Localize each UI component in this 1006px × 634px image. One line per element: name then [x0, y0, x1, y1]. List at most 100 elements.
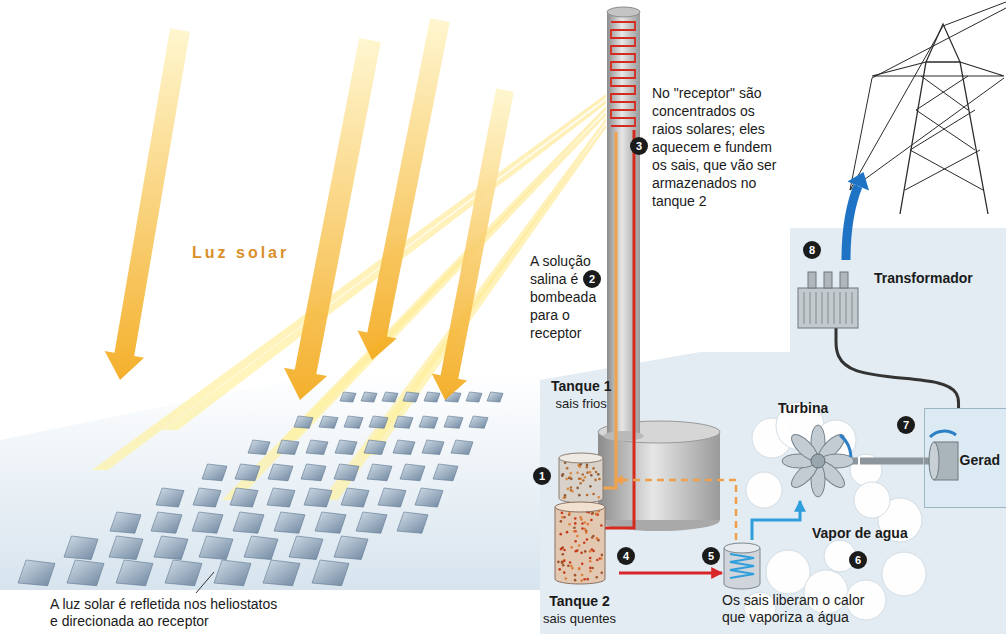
salt-speckle [573, 526, 576, 529]
heliostat [154, 536, 188, 560]
power-output-arrow [848, 172, 870, 191]
rotation-arrow [840, 435, 851, 457]
transformer-bushing [808, 272, 816, 288]
heliostat [193, 488, 221, 507]
salt-speckle [580, 579, 583, 582]
caption: A luz solar é refletida nos heliostatos … [48, 596, 288, 630]
salt-speckle [600, 554, 603, 557]
salt-speckle [597, 473, 600, 476]
steam-cloud [752, 418, 792, 458]
salt-speckle [565, 478, 568, 481]
heat-exchanger: Os sais liberam o calor que vaporiza a á… [722, 540, 884, 626]
salt-speckle [586, 466, 589, 469]
salt-speckle [569, 476, 572, 479]
heliostat [202, 464, 227, 481]
salt-speckle [580, 574, 583, 577]
salt-speckle [577, 487, 580, 490]
heliostat [367, 464, 392, 481]
salt-speckle [592, 493, 595, 496]
reflected-beam [322, 118, 606, 500]
salt-speckle [589, 570, 592, 573]
salt-speckle [589, 471, 592, 474]
salt-speckle [598, 478, 601, 481]
heliostat [356, 512, 387, 533]
heliostat [335, 440, 357, 455]
salt-speckle [557, 561, 560, 564]
salt-speckle [577, 567, 580, 570]
salt-speckle [589, 485, 592, 488]
storage-tank-picture [556, 412, 606, 504]
tower-base [598, 509, 720, 531]
heliostat [445, 392, 461, 402]
generator-rotor [929, 442, 939, 480]
salt-speckle [582, 479, 585, 482]
salt-speckle [568, 561, 571, 564]
vessel-body [555, 507, 605, 584]
reflected-beam [162, 100, 606, 430]
salt-speckle [572, 530, 575, 533]
salt-speckle [595, 537, 598, 540]
heliostat [306, 440, 328, 455]
heliostat [487, 392, 503, 402]
transformer-fin [815, 292, 817, 324]
salt-speckle [590, 513, 593, 516]
salt-speckle [595, 576, 598, 579]
vessel-body [559, 458, 603, 503]
salt-speckle [591, 567, 594, 570]
heliostat [466, 392, 482, 402]
transformer-fin [803, 292, 805, 324]
storage-tank-picture [552, 503, 608, 587]
reflected-beam [360, 124, 606, 455]
salt-speckle [570, 546, 573, 549]
heliostat [397, 512, 428, 533]
salt-speckle [588, 560, 591, 563]
heliostat [424, 392, 440, 402]
heliostat [340, 392, 356, 402]
rotation-arrow [930, 431, 956, 437]
callout-number: 4 [617, 547, 635, 565]
heliostat [451, 440, 473, 455]
transformer-fin [851, 292, 853, 324]
heliostat [18, 560, 55, 586]
heliostat [110, 512, 141, 533]
tower [607, 12, 640, 436]
heliostat [67, 560, 104, 586]
salt-speckle [600, 524, 603, 527]
heliostat [369, 416, 388, 428]
salt-speckle [580, 552, 583, 555]
pylon [900, 62, 988, 214]
shaft [860, 458, 924, 465]
salt-speckle [566, 467, 569, 470]
salt-speckle [560, 561, 563, 564]
salt-speckle [563, 549, 566, 552]
heliostat [214, 560, 251, 586]
salt-speckle [581, 522, 584, 525]
salt-speckle [561, 516, 564, 519]
salt-speckle [581, 527, 584, 530]
callout-number: 5 [702, 547, 720, 565]
salt-speckle [567, 564, 570, 567]
salt-speckle [595, 471, 598, 474]
salt-speckle [598, 496, 601, 499]
vessel-top [555, 502, 605, 512]
steam-cloud [882, 552, 926, 596]
salt-speckle [586, 464, 589, 467]
salt-speckle [570, 565, 573, 568]
turbine: Turbina [778, 400, 860, 501]
salt-speckle [579, 463, 582, 466]
salt-speckle [561, 564, 564, 567]
generator-housing [924, 409, 1006, 508]
heliostat [289, 536, 323, 560]
heliostat [341, 488, 369, 507]
salt-speckle [579, 516, 582, 519]
salt-speckle [586, 494, 589, 497]
salt-speckle [580, 563, 583, 566]
steam-label: Vapor de agua [812, 524, 908, 542]
heliostat [364, 440, 386, 455]
transformer-bushing [840, 272, 848, 288]
salt-speckle [559, 520, 562, 523]
pylon [872, 24, 1004, 76]
steam-cloud [766, 550, 810, 594]
cold-salt-pipe [590, 132, 616, 488]
heliostat [64, 536, 98, 560]
